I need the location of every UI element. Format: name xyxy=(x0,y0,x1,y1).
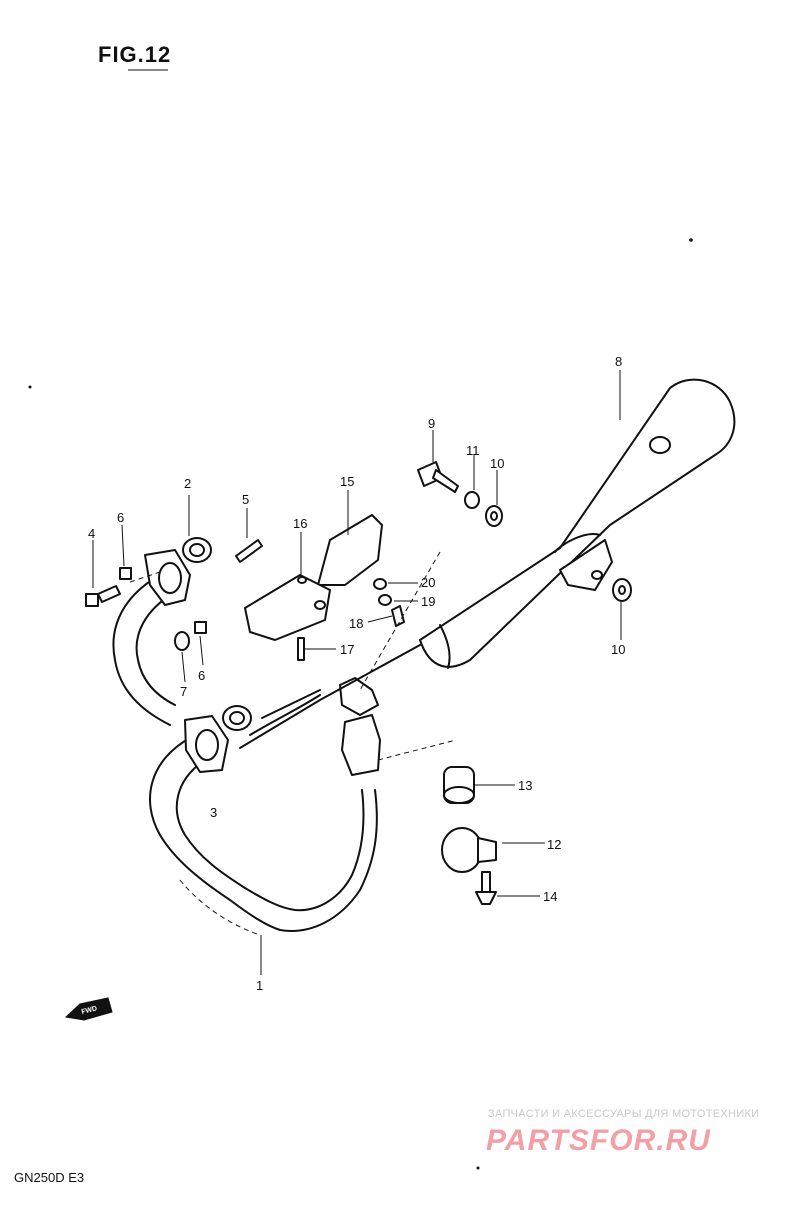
bolt-4 xyxy=(85,585,121,607)
stud-5 xyxy=(235,539,263,563)
washer-7 xyxy=(174,631,190,651)
stray-mark xyxy=(476,1166,480,1170)
assembly-line xyxy=(377,739,457,761)
cap-13 xyxy=(443,766,475,804)
callout-15: 15 xyxy=(340,474,354,489)
callout-17: 17 xyxy=(340,642,354,657)
screw-17 xyxy=(297,637,305,661)
exhaust-flange-upper xyxy=(144,549,191,606)
callout-9: 9 xyxy=(428,416,435,431)
callout-2: 2 xyxy=(184,476,191,491)
bolt-9 xyxy=(417,461,459,493)
gasket-lower-hole xyxy=(229,711,245,725)
bracket-16 xyxy=(244,574,331,641)
callout-5: 5 xyxy=(242,492,249,507)
callout-18: 18 xyxy=(349,616,363,631)
callout-10-lower: 10 xyxy=(611,642,625,657)
callout-labels: 1 2 3 4 5 6 6 7 8 9 10 10 11 12 13 14 15… xyxy=(88,354,625,993)
bracket-16-hole xyxy=(297,576,307,584)
gasket-2-hole xyxy=(189,543,205,557)
callout-11: 11 xyxy=(466,443,480,458)
muffler-protector-15 xyxy=(317,514,383,586)
exhaust-pipe-front xyxy=(149,737,378,936)
callout-20: 20 xyxy=(421,575,435,590)
nut-6-upper xyxy=(119,567,132,580)
callout-10-upper: 10 xyxy=(490,456,504,471)
bolt-14 xyxy=(475,871,497,905)
callout-19: 19 xyxy=(421,594,435,609)
exhaust-pipe-rear xyxy=(112,574,421,749)
washer-10-upper-hole xyxy=(490,511,498,521)
washer-20 xyxy=(373,578,387,590)
exhaust-flange-lower xyxy=(184,715,229,773)
bracket-16-hole xyxy=(314,600,326,610)
callout-13: 13 xyxy=(518,778,532,793)
figure-title: FIG.12 xyxy=(98,42,171,67)
washer-19 xyxy=(378,594,392,606)
pipe-joint xyxy=(341,714,381,776)
stray-mark xyxy=(28,385,32,389)
watermark-tagline: ЗАПЧАСТИ И АКСЕССУАРЫ ДЛЯ МОТОТЕХНИКИ xyxy=(488,1108,759,1120)
forward-arrow-icon: FWD xyxy=(64,997,113,1021)
nut-6-lower xyxy=(194,621,207,634)
washer-10-lower-hole xyxy=(618,585,626,595)
watermark-logo: PARTSFOR.RU xyxy=(486,1124,711,1157)
muffler xyxy=(339,378,736,716)
screw-18 xyxy=(391,605,405,627)
leader-lines xyxy=(92,370,622,975)
callout-1: 1 xyxy=(256,978,263,993)
fwd-label: FWD xyxy=(81,1005,98,1016)
callout-6-lower: 6 xyxy=(198,668,205,683)
callout-8: 8 xyxy=(615,354,622,369)
callout-14: 14 xyxy=(543,889,557,904)
lock-washer-11 xyxy=(464,491,480,509)
clamp-12 xyxy=(441,827,497,873)
callout-6-upper: 6 xyxy=(117,510,124,525)
callout-12: 12 xyxy=(547,837,561,852)
stray-mark xyxy=(689,238,693,242)
callout-4: 4 xyxy=(88,526,95,541)
model-code: GN250D E3 xyxy=(14,1170,84,1185)
callout-16: 16 xyxy=(293,516,307,531)
callout-3: 3 xyxy=(210,805,217,820)
callout-7: 7 xyxy=(180,684,187,699)
watermark: ЗАПЧАСТИ И АКСЕССУАРЫ ДЛЯ МОТОТЕХНИКИ PA… xyxy=(486,1108,759,1157)
